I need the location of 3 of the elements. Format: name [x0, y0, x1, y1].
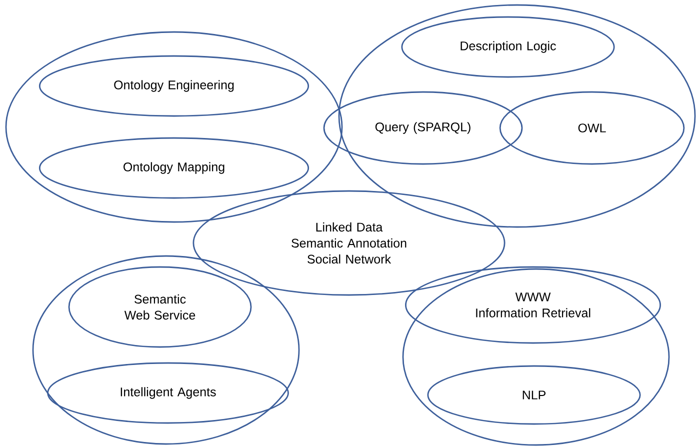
group-ellipse [32, 255, 300, 445]
group-ellipse [402, 268, 670, 446]
group-ellipse [5, 31, 343, 223]
